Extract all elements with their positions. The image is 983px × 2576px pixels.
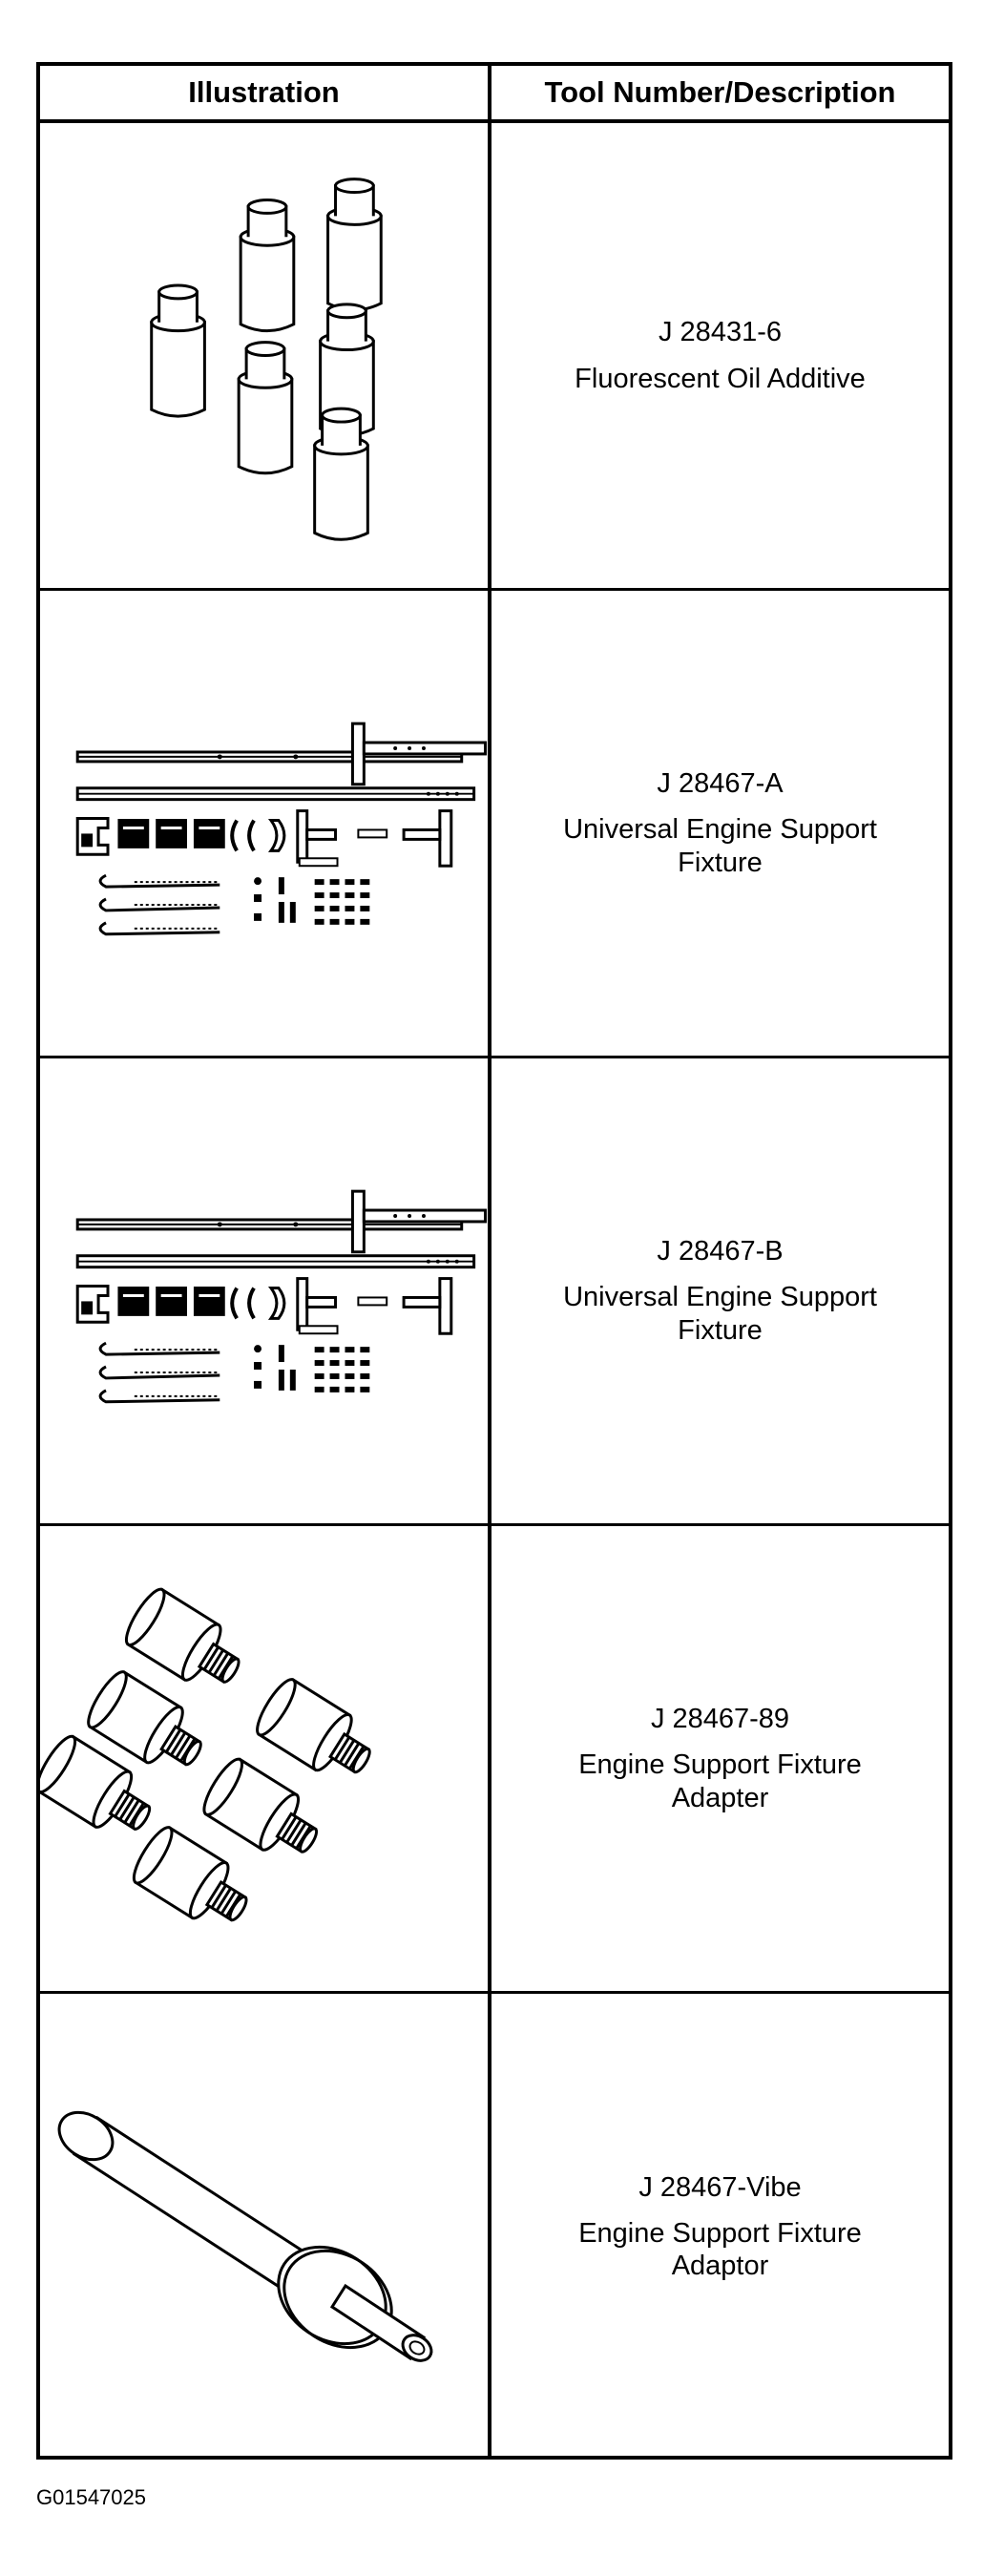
- tool-description: Universal Engine Support Fixture: [563, 1282, 877, 1346]
- tool-description-cell: J 28467-A Universal Engine Support Fixtu…: [492, 591, 949, 1056]
- engine-support-fixture-kit-icon: [40, 1058, 488, 1523]
- engine-support-fixture-kit-icon: [40, 591, 488, 1056]
- tool-number: J 28467-B: [657, 1236, 784, 1267]
- tool-number: J 28467-Vibe: [638, 2171, 802, 2203]
- tool-description: Engine Support Fixture Adapter: [578, 1749, 862, 1813]
- table-row: J 28467-89 Engine Support Fixture Adapte…: [40, 1526, 949, 1994]
- tool-description-cell: J 28431-6 Fluorescent Oil Additive: [492, 123, 949, 588]
- tool-number: J 28431-6: [659, 317, 782, 348]
- tool-table: Illustration Tool Number/Description J 2…: [36, 62, 952, 2460]
- table-row: J 28467-A Universal Engine Support Fixtu…: [40, 591, 949, 1058]
- table-header: Illustration Tool Number/Description: [40, 66, 949, 123]
- tool-description: Universal Engine Support Fixture: [563, 814, 877, 878]
- table-row: J 28467-B Universal Engine Support Fixtu…: [40, 1058, 949, 1526]
- column-divider: [488, 66, 492, 2456]
- tool-number: J 28467-A: [657, 768, 784, 800]
- tool-description-cell: J 28467-B Universal Engine Support Fixtu…: [492, 1058, 949, 1523]
- threaded-adapter-set-icon: [40, 1526, 488, 1991]
- figure-code: G01547025: [36, 2485, 146, 2509]
- oil-additive-bottles-icon: [40, 123, 488, 588]
- table-row: J 28467-Vibe Engine Support Fixture Adap…: [40, 1994, 949, 2460]
- fixture-adaptor-shaft-icon: [40, 1994, 488, 2460]
- tool-column-header: Tool Number/Description: [544, 75, 896, 109]
- illustration-column-header: Illustration: [188, 75, 340, 109]
- tool-description: Fluorescent Oil Additive: [575, 363, 866, 394]
- tool-description-cell: J 28467-Vibe Engine Support Fixture Adap…: [492, 1994, 949, 2460]
- table-row: J 28431-6 Fluorescent Oil Additive: [40, 123, 949, 591]
- tool-number: J 28467-89: [650, 1704, 790, 1735]
- tool-description: Engine Support Fixture Adaptor: [578, 2217, 862, 2282]
- tool-description-cell: J 28467-89 Engine Support Fixture Adapte…: [492, 1526, 949, 1991]
